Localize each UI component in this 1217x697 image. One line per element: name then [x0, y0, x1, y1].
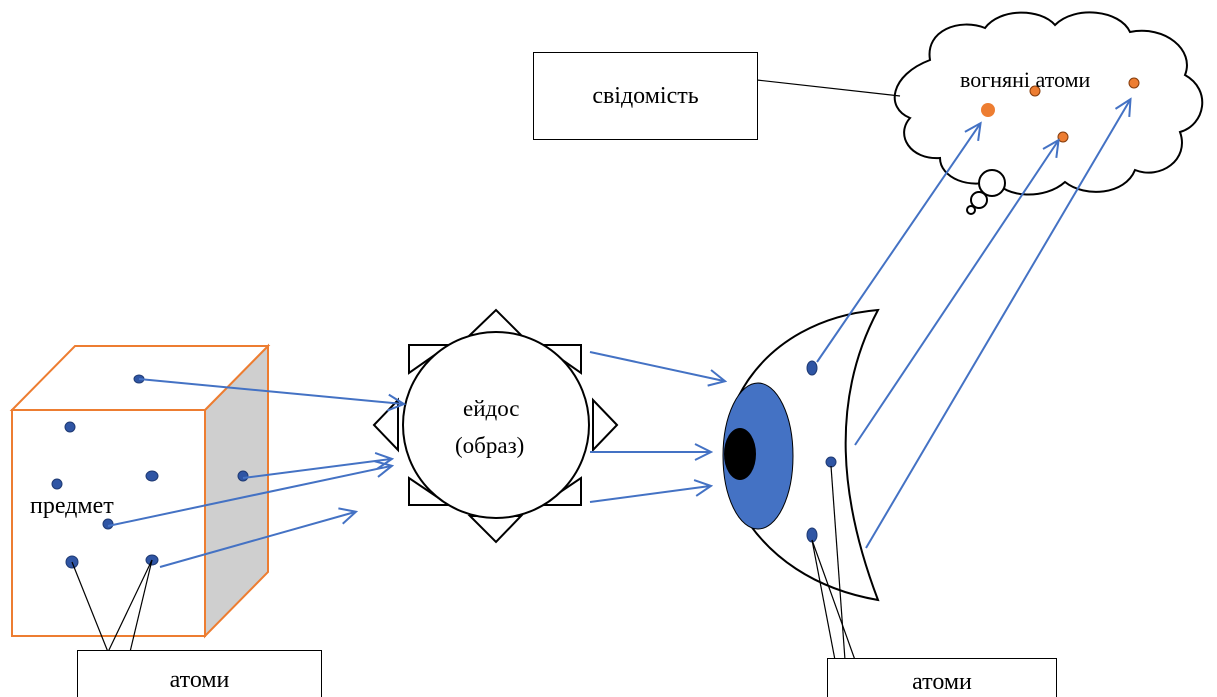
- fire-atom-dot: [1057, 131, 1069, 143]
- atom-dot: [825, 456, 837, 468]
- arrows: [107, 100, 1130, 568]
- right-atoms-connectors: [811, 465, 856, 661]
- atom-dot: [145, 470, 159, 482]
- cube-atoms: [51, 374, 249, 569]
- atom-dot: [102, 518, 114, 530]
- arrow: [242, 459, 391, 479]
- atoms-label-right: атоми: [912, 669, 972, 695]
- image-label: (образ): [455, 433, 525, 458]
- consciousness-label: свідомість: [592, 82, 699, 109]
- left-atoms-connectors: [71, 559, 153, 653]
- eidos-sun-icon: [372, 308, 619, 544]
- atom-dot: [806, 360, 818, 376]
- atom-dot: [51, 478, 63, 490]
- eidos-label: ейдос: [463, 396, 520, 421]
- arrow: [854, 141, 1058, 446]
- atom-dot: [806, 527, 818, 543]
- object-label: предмет: [30, 493, 114, 519]
- atoms-box-right: атоми: [827, 658, 1057, 697]
- fire-atom-dot: [981, 103, 995, 117]
- arrow: [159, 512, 355, 568]
- arrow: [865, 100, 1130, 549]
- cube-icon: [9, 343, 271, 639]
- consciousness-connector: [756, 79, 901, 97]
- atom-dot: [64, 421, 76, 433]
- atom-dot: [237, 470, 249, 482]
- atoms-box-left: атоми: [77, 650, 322, 697]
- consciousness-box: свідомість: [533, 52, 758, 140]
- arrow: [589, 486, 710, 503]
- arrow: [138, 378, 403, 404]
- fire-atoms-label: вогняні атоми: [960, 67, 1091, 92]
- fire-atoms: [981, 77, 1140, 143]
- eye-icon: [722, 308, 880, 602]
- arrow: [589, 351, 724, 381]
- fire-atom-dot: [1029, 85, 1041, 97]
- arrow: [816, 124, 980, 363]
- arrow: [107, 466, 391, 527]
- thought-cloud-icon: [893, 11, 1204, 215]
- atoms-label-left: атоми: [169, 666, 230, 693]
- fire-atom-dot: [1128, 77, 1140, 89]
